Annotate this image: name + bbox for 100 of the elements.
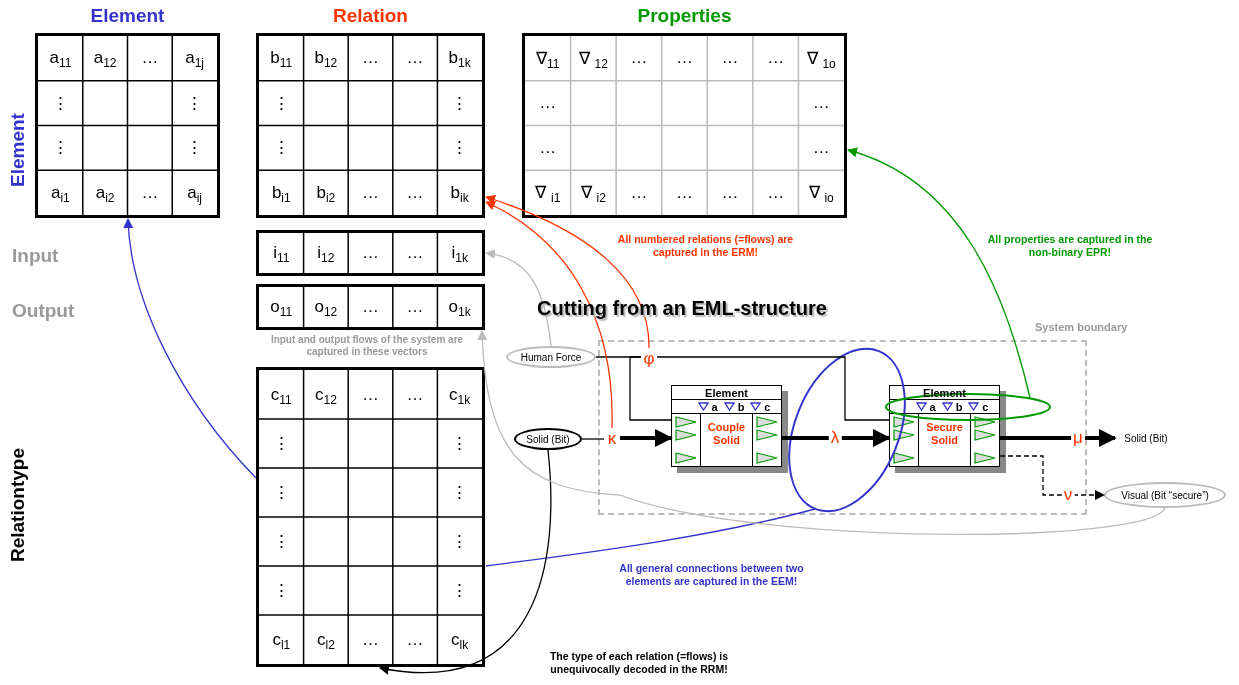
matrix-entry: o$_{1k}$ — [448, 297, 471, 317]
matrix-entry: c$_{11}$ — [270, 384, 292, 405]
block-title: Element — [705, 386, 748, 399]
arrow — [620, 429, 673, 447]
matrix-entry: o$_{11}$ — [270, 297, 293, 317]
annotation-text: All properties are captured in the non-binary EPR! — [986, 233, 1154, 259]
matrix-entry: … — [362, 384, 379, 405]
arrow — [999, 455, 1105, 500]
element-block — [671, 385, 782, 467]
matrix-entry: … — [767, 48, 785, 69]
matrix-entry: ⋮ — [451, 531, 469, 552]
matrix-entry: i$_{1k}$ — [451, 243, 468, 263]
matrix-entry: ⋮ — [186, 137, 204, 159]
matrix-entry: c$_{12}$ — [314, 384, 337, 405]
matrix-heading: Relation — [333, 5, 408, 27]
matrix-entry: … — [362, 182, 379, 203]
matrix-entry: ⋮ — [186, 92, 204, 114]
matrix-entry: b$_{12}$ — [314, 48, 338, 69]
arrow — [485, 195, 650, 349]
matrix-entry: ⋮ — [451, 137, 469, 159]
matrix-heading: Properties — [637, 5, 732, 27]
matrix-entry: b$_{1k}$ — [448, 48, 471, 69]
matrix-entry: … — [406, 629, 424, 650]
matrix-entry: … — [539, 93, 557, 114]
element-block — [889, 385, 1000, 467]
matrix-entry: … — [812, 93, 830, 114]
arrow — [477, 330, 1166, 535]
annotation-text: The type of each relation (=flows) is unequivocally decoded in the RRM! — [548, 650, 730, 676]
attribute-label: a — [929, 400, 936, 413]
matrix-entry: … — [630, 182, 648, 203]
matrix-heading: Element — [90, 5, 165, 27]
flow-name: Solid (Bit) — [1115, 431, 1177, 446]
matrix-entry: ⋮ — [51, 137, 69, 159]
flow-name: Solid (Bit) — [526, 433, 570, 445]
arrow — [485, 249, 552, 347]
axis-label: Relationtype — [7, 448, 29, 562]
matrix-entry: … — [362, 629, 379, 650]
matrix-entry: b$_{i2}$ — [316, 182, 336, 203]
annotation-text: All general connections between two elements are captured in the EEM! — [618, 562, 805, 588]
matrix-entry: … — [539, 137, 557, 158]
matrix-entry: c$_{l1}$ — [272, 629, 291, 650]
matrix-entry: i$_{11}$ — [273, 243, 290, 263]
matrix-entry: a$_{i1}$ — [50, 182, 70, 203]
element-name: Couple Solid — [706, 421, 747, 447]
matrix-entry: o$_{12}$ — [314, 297, 338, 317]
matrix-entry: a$_{12}$ — [93, 48, 117, 69]
matrix-entry: ⋮ — [272, 580, 290, 601]
matrix-entry: ∇ $_{1o}$ — [806, 47, 836, 69]
attribute-label: b — [955, 400, 963, 413]
matrix-entry: ∇ $_{i2}$ — [580, 182, 606, 204]
matrix-entry: … — [630, 48, 648, 69]
matrix-entry: ⋮ — [51, 92, 69, 114]
matrix-entry: ∇$_{11}$ — [536, 47, 560, 69]
row-label: Input — [12, 245, 59, 268]
matrix-entry: … — [767, 182, 785, 203]
flow-name: Human Force — [520, 351, 582, 363]
arrow — [1000, 429, 1117, 447]
matrix-entry: … — [362, 243, 379, 263]
matrix-entry: c$_{lk}$ — [451, 629, 469, 650]
annotation-text: Input and output flows of the system are captured in these vectors — [269, 334, 465, 358]
matrix-entry: b$_{i1}$ — [271, 182, 291, 203]
matrix-entry: ⋮ — [451, 92, 469, 114]
system-boundary — [598, 340, 1087, 515]
attribute-label: b — [737, 400, 745, 413]
matrix-entry: … — [676, 48, 693, 69]
matrix-entry: a$_{11}$ — [49, 48, 72, 69]
row-label: Output — [12, 300, 75, 323]
flow-symbol: φ — [641, 348, 657, 370]
matrix-entry: … — [721, 182, 739, 203]
matrix-entry: ⋮ — [451, 433, 469, 454]
flow-name: Visual (Bit “secure”) — [1121, 489, 1209, 501]
flow-ellipse — [506, 346, 596, 368]
annotation-text: All numbered relations (=flows) are captured in the ERM! — [616, 233, 795, 259]
flow-ellipse — [514, 428, 582, 450]
matrix-entry: ∇ $_{12}$ — [578, 47, 608, 69]
matrix-entry: ⋮ — [272, 482, 290, 503]
connector-line — [581, 438, 605, 440]
arrow — [123, 218, 257, 479]
attribute-label: c — [764, 400, 771, 413]
matrix-entry: ⋮ — [451, 482, 469, 503]
matrix-entry: b$_{11}$ — [270, 48, 293, 69]
matrix-entry: … — [406, 384, 424, 405]
matrix-entry: ⋮ — [451, 580, 469, 601]
arrow — [379, 449, 552, 675]
matrix-entry: … — [812, 137, 830, 158]
matrix-entry: … — [406, 182, 424, 203]
matrix-entry: … — [406, 297, 424, 317]
arrow — [847, 148, 1031, 399]
axis-label: Element — [7, 113, 29, 187]
matrix-entry: ⋮ — [272, 137, 290, 159]
matrix-entry: … — [141, 182, 159, 203]
matrix-entry: … — [141, 48, 159, 69]
connector-line — [485, 508, 816, 567]
attribute-label: a — [711, 400, 718, 413]
matrix-entry: a$_{i2}$ — [95, 182, 115, 203]
matrix-entry: … — [362, 48, 379, 69]
matrix-entry: i$_{12}$ — [317, 243, 335, 263]
connector-line — [656, 356, 890, 421]
matrix-entry: … — [721, 48, 739, 69]
arrow — [485, 201, 613, 429]
